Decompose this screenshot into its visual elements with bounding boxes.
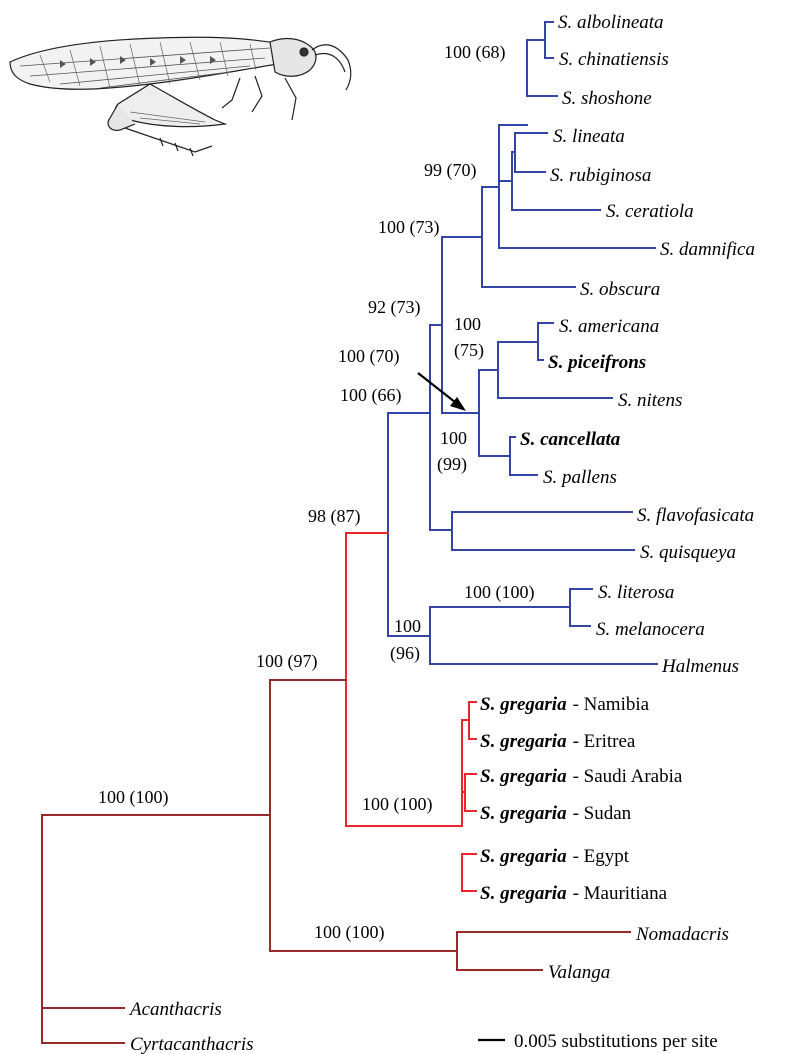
taxon-s-pallens: S. pallens [543, 467, 617, 488]
support-americana-clade-top: 100 [454, 314, 481, 334]
arrow-pointer [417, 372, 466, 411]
support-arrow-node: 100 (70) [338, 346, 400, 367]
taxon-s-gregaria-sudan: S. gregaria- Sudan [480, 803, 632, 824]
taxon-s-gregaria-saudi-arabia: S. gregaria- Saudi Arabia [480, 766, 683, 787]
taxon-cyrtacanthacris: Cyrtacanthacris [130, 1034, 254, 1054]
taxon-halmenus: Halmenus [661, 656, 739, 677]
taxon-s-americana: S. americana [559, 316, 659, 337]
support-nomadacris-valanga: 100 (100) [314, 922, 385, 943]
support-americana-clade-bottom: (75) [454, 340, 484, 361]
support-north-american-clade: 100 (73) [378, 217, 440, 238]
support-cancellata-clade-bottom: (99) [437, 454, 467, 475]
support-new-world-clade: 100 (66) [340, 385, 402, 406]
support-cancellata-clade-top: 100 [440, 428, 467, 448]
taxon-acanthacris: Acanthacris [128, 999, 222, 1020]
support-literosa-clade-bottom: (96) [390, 643, 420, 664]
taxon-s-gregaria-eritrea: S. gregaria- Eritrea [480, 731, 636, 752]
support-schistocerca-clade: 98 (87) [308, 506, 361, 527]
taxon-s-piceifrons: S. piceifrons [548, 352, 646, 373]
taxon-s-gregaria-namibia: S. gregaria- Namibia [480, 694, 650, 715]
support-root: 100 (100) [98, 787, 169, 808]
scale-bar-label: 0.005 substitutions per site [514, 1031, 718, 1052]
taxon-s-lineata: S. lineata [553, 126, 625, 147]
grasshopper-illustration [9, 36, 352, 157]
support-lineata-clade: 99 (70) [424, 160, 477, 181]
taxon-nomadacris: Nomadacris [635, 924, 729, 945]
taxon-s-flavofasicata: S. flavofasicata [637, 505, 754, 526]
taxon-s-gregaria-mauritiana: S. gregaria- Mauritiana [480, 883, 668, 904]
taxon-s-obscura: S. obscura [580, 279, 660, 300]
taxon-s-damnifica: S. damnifica [660, 239, 755, 260]
support-literosa-clade-top: 100 [394, 616, 421, 636]
support-albolineata-clade: 100 (68) [444, 42, 506, 63]
taxon-s-cancellata: S. cancellata [520, 429, 621, 450]
taxon-s-nitens: S. nitens [618, 390, 682, 411]
taxon-s-literosa: S. literosa [598, 582, 674, 603]
support-literosa-pair: 100 (100) [464, 582, 535, 603]
taxon-s-chinatiensis: S. chinatiensis [559, 49, 669, 70]
support-ingroup-clade: 100 (97) [256, 651, 318, 672]
taxon-valanga: Valanga [548, 962, 610, 983]
tree-branches [41, 21, 658, 1044]
taxon-s-albolineata: S. albolineata [558, 12, 664, 33]
support-central-clade: 92 (73) [368, 297, 421, 318]
gregaria-labels: S. gregaria- Namibia S. gregaria- Eritre… [480, 694, 683, 904]
taxon-s-shoshone: S. shoshone [562, 88, 652, 109]
taxon-s-rubiginosa: S. rubiginosa [550, 165, 651, 186]
taxon-s-melanocera: S. melanocera [596, 619, 705, 640]
taxon-s-gregaria-egypt: S. gregaria- Egypt [480, 846, 630, 867]
taxon-s-ceratiola: S. ceratiola [606, 201, 694, 222]
support-gregaria-clade: 100 (100) [362, 794, 433, 815]
taxon-s-quisqueya: S. quisqueya [640, 542, 736, 563]
